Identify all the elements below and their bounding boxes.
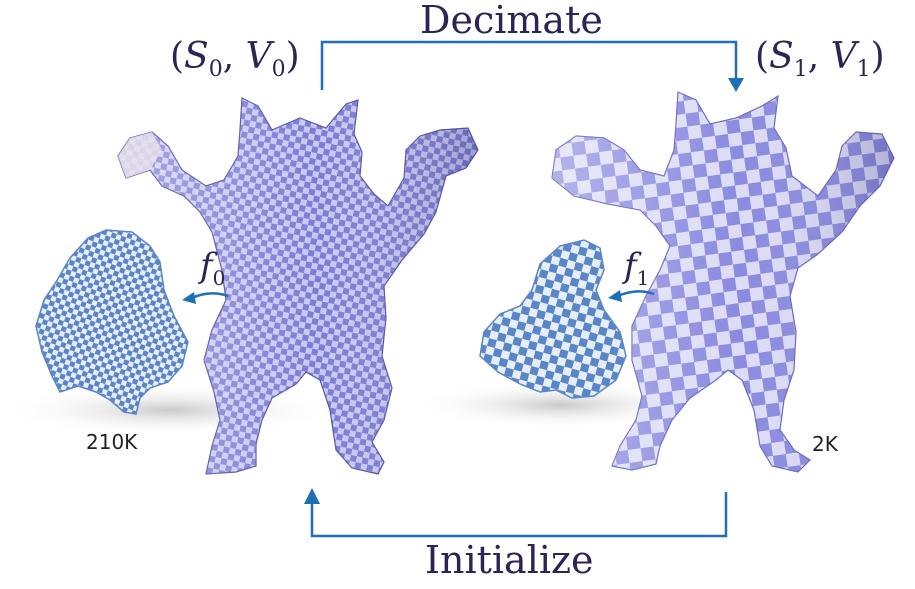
right-s-subscript: 1	[793, 57, 808, 83]
right-pair-label: (S1, V1)	[755, 36, 885, 83]
left-v-symbol: V	[245, 36, 272, 77]
f0-arrow-line	[191, 292, 229, 300]
f0-arrowhead-icon	[182, 292, 196, 304]
right-shadow	[410, 381, 710, 429]
decimate-arrowhead-icon	[728, 78, 744, 92]
f1-arrowhead-icon	[608, 290, 622, 302]
f1-symbol: f	[624, 246, 637, 286]
left-v-subscript: 0	[271, 57, 286, 83]
decimate-arrow-line	[320, 40, 738, 90]
f0-label: f0	[200, 246, 225, 290]
right-face-count: 2K	[812, 432, 838, 456]
initialize-arrow-line	[310, 492, 728, 538]
f1-subscript: 1	[636, 265, 650, 290]
right-v-subscript: 1	[856, 57, 871, 83]
right-v-symbol: V	[830, 36, 857, 77]
f0-subscript: 0	[212, 265, 226, 290]
armadillo-highres-icon	[117, 97, 479, 475]
uv-map-highres-icon	[35, 229, 189, 415]
decimate-label: Decimate	[420, 0, 603, 42]
left-s-symbol: S	[184, 36, 209, 77]
f0-symbol: f	[200, 246, 213, 286]
left-s-subscript: 0	[208, 57, 223, 83]
left-pair-label: (S0, V0)	[170, 36, 300, 83]
initialize-arrowhead-icon	[304, 488, 320, 504]
initialize-label: Initialize	[425, 538, 594, 582]
left-shadow	[0, 384, 340, 436]
left-face-count: 210K	[86, 430, 138, 454]
armadillo-lowres-icon	[551, 91, 895, 473]
right-s-symbol: S	[769, 36, 794, 77]
f1-arrow-line	[617, 290, 655, 298]
uv-map-lowres-icon	[479, 239, 627, 399]
f1-label: f1	[624, 246, 649, 290]
